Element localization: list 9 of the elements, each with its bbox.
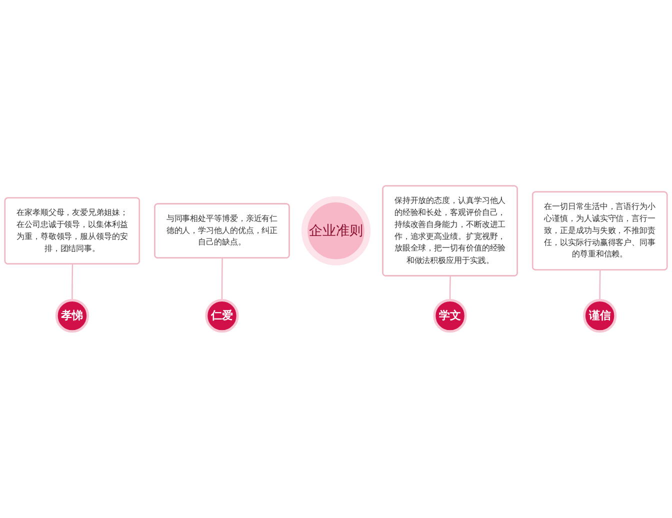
node-circle: 孝悌 — [55, 299, 89, 333]
node-circle: 谨信 — [583, 299, 617, 333]
connector — [221, 258, 223, 301]
node-circle: 仁爱 — [205, 299, 239, 333]
connector — [599, 270, 601, 301]
connector — [72, 264, 74, 301]
connector — [449, 276, 451, 301]
node-circle: 企业准则 — [301, 196, 371, 266]
node-circle: 学文 — [433, 299, 467, 333]
